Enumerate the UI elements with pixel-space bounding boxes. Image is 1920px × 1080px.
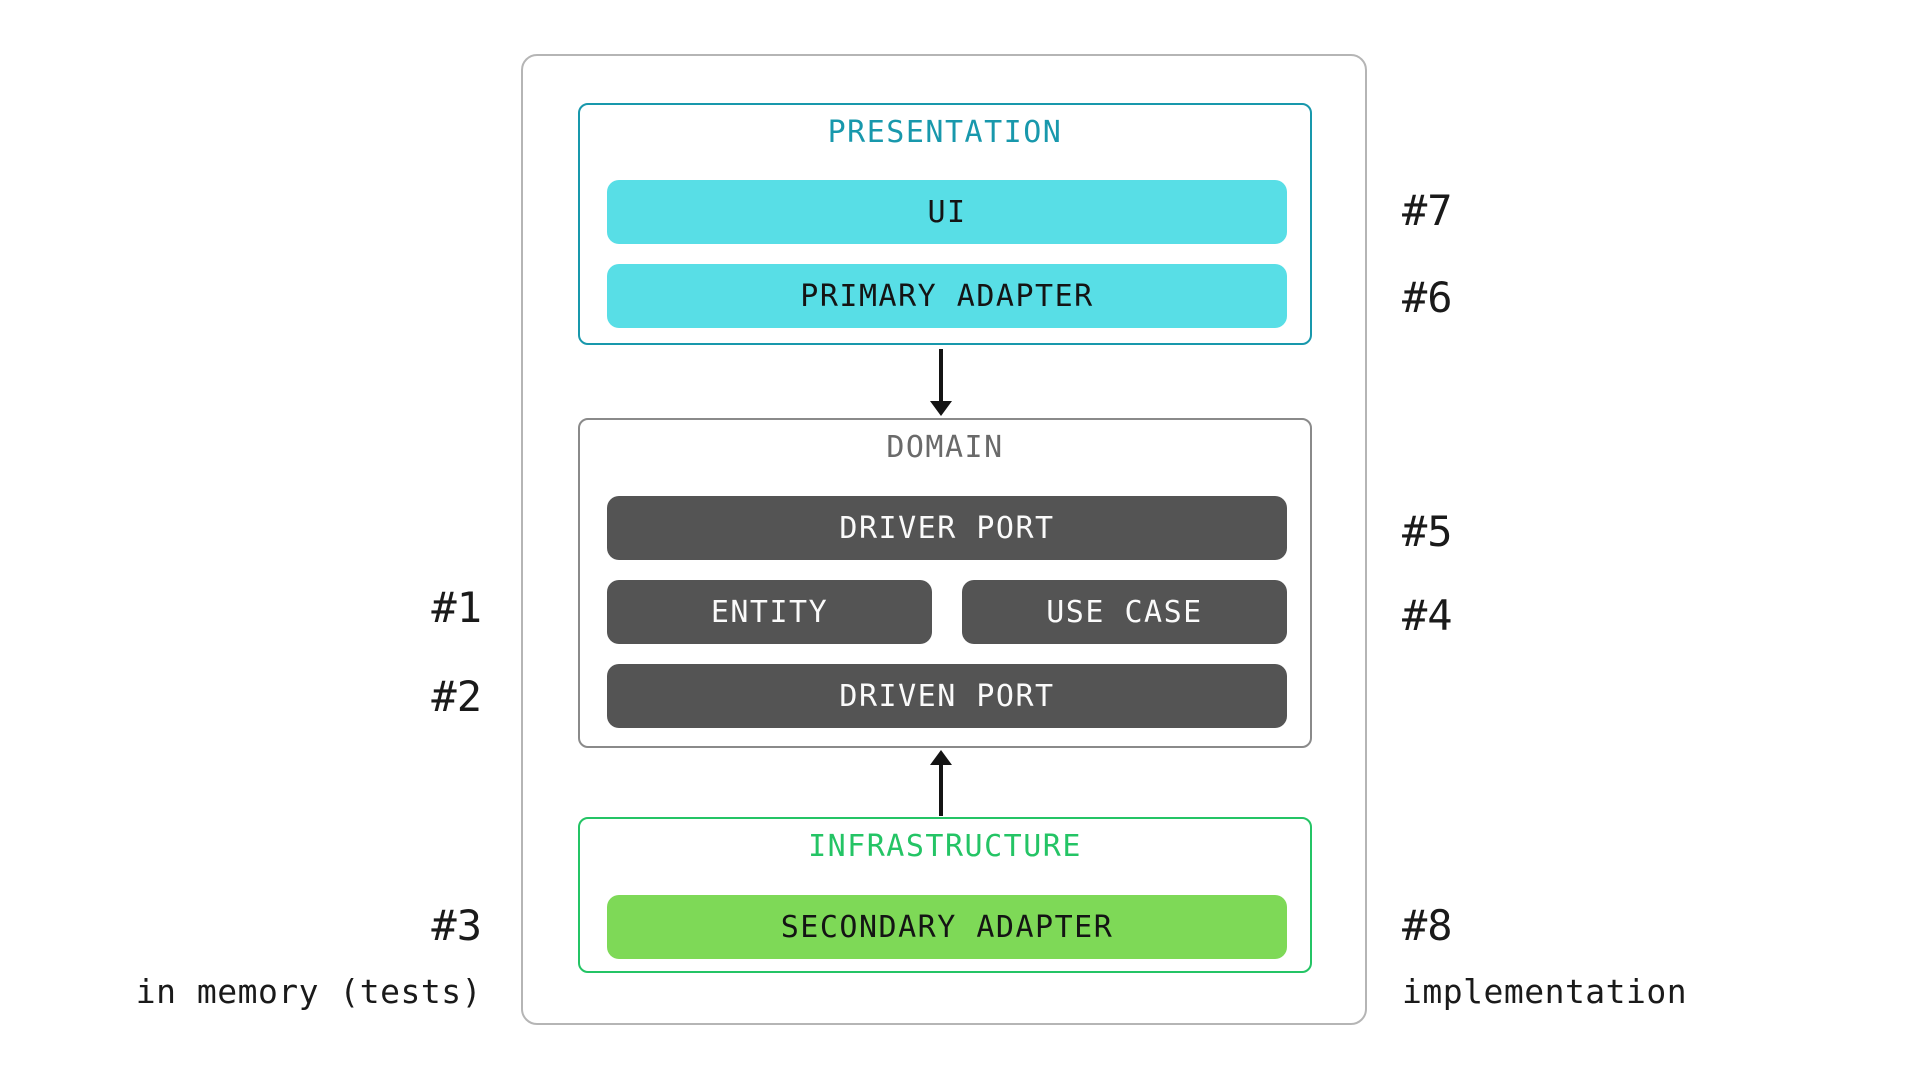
domain-layer-title: DOMAIN — [886, 430, 1004, 465]
infrastructure-layer-title: INFRASTRUCTURE — [808, 829, 1082, 864]
presentation-layer-box: PRESENTATION UI PRIMARY ADAPTER — [578, 103, 1312, 345]
annotation-driven-port: #2 — [431, 672, 482, 721]
annotation-secondary-adapter-left: #3 — [431, 901, 482, 950]
annotation-primary-adapter: #6 — [1402, 273, 1453, 322]
annotation-use-case: #4 — [1402, 591, 1453, 640]
secondary-adapter-block: SECONDARY ADAPTER — [607, 895, 1287, 959]
arrow-infrastructure-to-domain-head — [930, 750, 952, 765]
arrow-infrastructure-to-domain-shaft — [939, 763, 943, 816]
domain-layer-box: DOMAIN DRIVER PORT ENTITY USE CASE DRIVE… — [578, 418, 1312, 748]
annotation-secondary-adapter-right: #8 — [1402, 901, 1453, 950]
annotation-ui: #7 — [1402, 186, 1453, 235]
infrastructure-layer-box: INFRASTRUCTURE SECONDARY ADAPTER — [578, 817, 1312, 973]
driver-port-block: DRIVER PORT — [607, 496, 1287, 560]
presentation-layer-title: PRESENTATION — [827, 115, 1063, 150]
annotation-entity: #1 — [431, 583, 482, 632]
arrow-presentation-to-domain-shaft — [939, 349, 943, 403]
caption-implementation: implementation — [1402, 972, 1688, 1011]
arrow-presentation-to-domain-head — [930, 401, 952, 416]
caption-in-memory-tests: in memory (tests) — [135, 972, 482, 1011]
use-case-block: USE CASE — [962, 580, 1287, 644]
ui-block: UI — [607, 180, 1287, 244]
entity-block: ENTITY — [607, 580, 932, 644]
driven-port-block: DRIVEN PORT — [607, 664, 1287, 728]
primary-adapter-block: PRIMARY ADAPTER — [607, 264, 1287, 328]
annotation-driver-port: #5 — [1402, 507, 1453, 556]
